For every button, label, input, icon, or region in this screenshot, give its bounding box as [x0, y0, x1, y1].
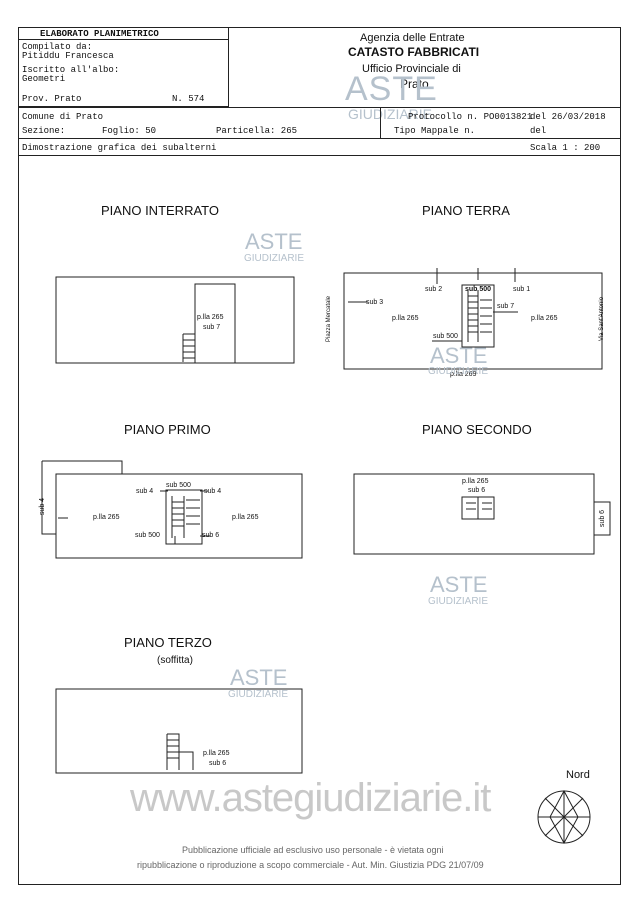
tipo-mappale: Tipo Mappale n.	[394, 126, 476, 136]
comune: Comune di Prato	[22, 112, 104, 122]
footer-line-1: Pubblicazione ufficiale ad esclusivo uso…	[182, 845, 444, 855]
agency-name: Agenzia delle Entrate	[360, 32, 465, 44]
foglio: Foglio: 50	[102, 126, 157, 136]
watermark-giudiziarie-1: GIUDIZIARIE	[244, 253, 305, 264]
watermark-giudiziarie-2: GIUDIZIARIE	[428, 366, 489, 377]
sezione-label: Sezione:	[22, 126, 66, 136]
interrato-stairs	[182, 333, 195, 362]
office-label: Ufficio Provinciale di	[362, 63, 461, 75]
watermark-url: www.astegiudiziarie.it	[130, 776, 491, 820]
protocollo-date: del 26/03/2018	[530, 112, 606, 122]
terra-sub500-top: sub 500	[465, 286, 492, 293]
registered-label: Iscritto all'albo:	[22, 65, 120, 75]
office-city: Prato	[400, 77, 429, 91]
scala: Scala 1 : 200	[530, 143, 601, 153]
compiled-by-label: Compilato da:	[22, 42, 93, 52]
watermark-aste-3: ASTE	[430, 572, 488, 597]
terra-sub2: sub 2	[425, 286, 443, 293]
secondo-title: PIANO SECONDO	[422, 422, 532, 437]
terra-title: PIANO TERRA	[422, 203, 510, 218]
watermark-giudiziarie-3: GIUDIZIARIE	[428, 596, 489, 607]
catasto-title: CATASTO FABBRICATI	[348, 45, 480, 59]
compiled-by: Pitiddu Francesca	[22, 51, 114, 61]
secondo-sub6-side: sub 6	[599, 509, 607, 528]
watermark-aste-2: ASTE	[430, 343, 488, 368]
watermark-aste-4: ASTE	[230, 665, 288, 690]
primo-sub6: sub 6	[202, 532, 220, 539]
terzo-sub6: sub 6	[209, 760, 227, 767]
primo-sub500-top: sub 500	[166, 482, 191, 489]
tipo-del: del	[530, 126, 547, 136]
profession: Geometri	[22, 74, 66, 84]
watermark-aste-header: ASTE	[345, 70, 438, 108]
primo-outline	[55, 473, 303, 559]
interrato-plla: p.lla 265	[197, 314, 224, 321]
terra-plla269: p.lla 269	[450, 371, 477, 378]
terra-sub7: sub 7	[497, 303, 515, 310]
register-number: N. 574	[172, 94, 205, 104]
terra-sub3: sub 3	[366, 299, 384, 306]
province: Prov. Prato	[22, 94, 82, 104]
secondo-stairs	[461, 496, 495, 520]
street-piazza-mercatale: Piazza Mercatale	[326, 295, 333, 343]
watermark-aste-1: ASTE	[245, 229, 303, 254]
watermark-giudiziarie-header: GIUDIZIARIE	[348, 106, 433, 122]
terra-plla-left: p.lla 265	[392, 315, 419, 322]
dimostrazione: Dimostrazione grafica dei subalterni	[22, 143, 217, 153]
primo-sub500-bottom: sub 500	[135, 532, 160, 539]
secondo-plla: p.lla 265	[462, 478, 489, 485]
interrato-sub: sub 7	[203, 324, 221, 331]
watermark-giudiziarie-4: GIUDIZIARIE	[228, 689, 289, 700]
primo-title: PIANO PRIMO	[124, 422, 211, 437]
terra-stairs	[467, 290, 492, 342]
terzo-stairs	[166, 733, 194, 770]
primo-stair-core	[165, 489, 203, 545]
primo-sub4-side: sub 4	[39, 497, 47, 516]
compiler-box	[18, 27, 229, 107]
form-title: ELABORATO PLANIMETRICO	[40, 29, 159, 39]
north-rose	[538, 789, 590, 845]
interrato-sub7-room	[194, 283, 236, 364]
terzo-subtitle: (soffitta)	[157, 655, 193, 666]
protocollo: Protocollo n. PO0013821	[408, 112, 533, 122]
document-sheet	[18, 27, 621, 885]
particella: Particella: 265	[216, 126, 298, 136]
terra-sub1: sub 1	[513, 286, 531, 293]
primo-sub4-left: sub 4	[136, 488, 154, 495]
interrato-title: PIANO INTERRATO	[101, 203, 219, 218]
secondo-sub6: sub 6	[468, 487, 486, 494]
terra-plla-right: p.lla 265	[531, 315, 558, 322]
terra-outline	[343, 272, 603, 370]
street-via-santantonio: Via Sant'Antonio	[599, 296, 606, 342]
secondo-outline	[353, 473, 595, 555]
terzo-title: PIANO TERZO	[124, 635, 212, 650]
terra-stair-core	[461, 284, 495, 348]
primo-plla-right: p.lla 265	[232, 514, 259, 521]
terra-sub500-bottom: sub 500	[433, 333, 458, 340]
north-label: Nord	[566, 769, 590, 781]
secondo-sub6-annex	[593, 501, 611, 536]
primo-sub4-right: sub 4	[204, 488, 222, 495]
primo-stairs	[171, 496, 200, 538]
terzo-plla: p.lla 265	[203, 750, 230, 757]
footer-line-2: ripubblicazione o riproduzione a scopo c…	[137, 860, 484, 870]
primo-plla-left: p.lla 265	[93, 514, 120, 521]
primo-annex	[41, 460, 123, 535]
terzo-outline	[55, 688, 303, 774]
interrato-outline	[55, 276, 295, 364]
